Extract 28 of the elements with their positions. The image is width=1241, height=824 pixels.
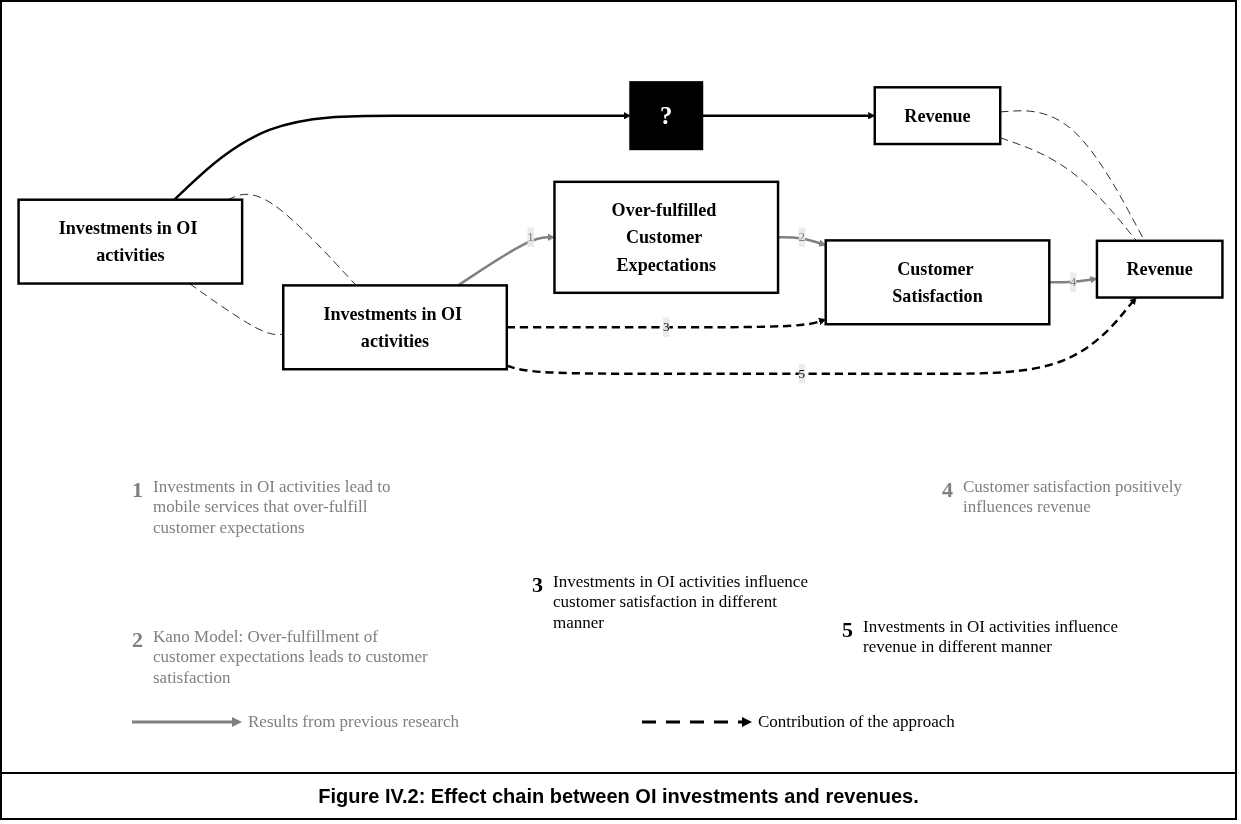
callout-number: 3	[532, 572, 543, 599]
node-box: Customer Satisfaction	[824, 239, 1051, 326]
note-text: Investments in OI activities influence customer satisfaction in different manner	[553, 572, 809, 634]
legend-text: Contribution of the approach	[758, 712, 955, 732]
edge-label: 3	[662, 319, 670, 334]
figure-caption: Figure IV.2: Effect chain between OI investments and revenues.	[2, 772, 1235, 818]
arrow	[506, 297, 1137, 375]
callout-number: 5	[842, 617, 853, 644]
edge-label: 2	[798, 229, 806, 244]
edge-label: 4	[1069, 274, 1077, 289]
arrow	[506, 318, 827, 329]
node-box: Investments in OI activities	[282, 284, 509, 371]
node-box: Over-fulfilled Customer Expectations	[553, 180, 780, 295]
connector	[189, 283, 284, 335]
callout-number: 2	[132, 627, 143, 654]
callout-number: 1	[132, 477, 143, 504]
node-box: Investments in OI activities	[17, 198, 244, 285]
edge-label: 1	[527, 229, 534, 244]
callout-number: 4	[942, 477, 953, 504]
note-text: Kano Model: Over-fulfillment of customer expectations leads to customer satisfaction	[153, 627, 429, 689]
node-box: ?	[629, 81, 704, 151]
note-text: Investments in OI activities influence revenue in different manner	[863, 617, 1119, 658]
node-box: Revenue	[873, 86, 1002, 146]
node-box: Revenue	[1095, 239, 1224, 299]
note-text: Customer satisfaction positively influences revenue	[963, 477, 1184, 518]
legend-text: Results from previous research	[248, 712, 460, 732]
note-text: Investments in OI activities lead to mobile services that over-fulfill customer expectations	[153, 477, 392, 539]
edge-label: 5	[798, 366, 806, 381]
